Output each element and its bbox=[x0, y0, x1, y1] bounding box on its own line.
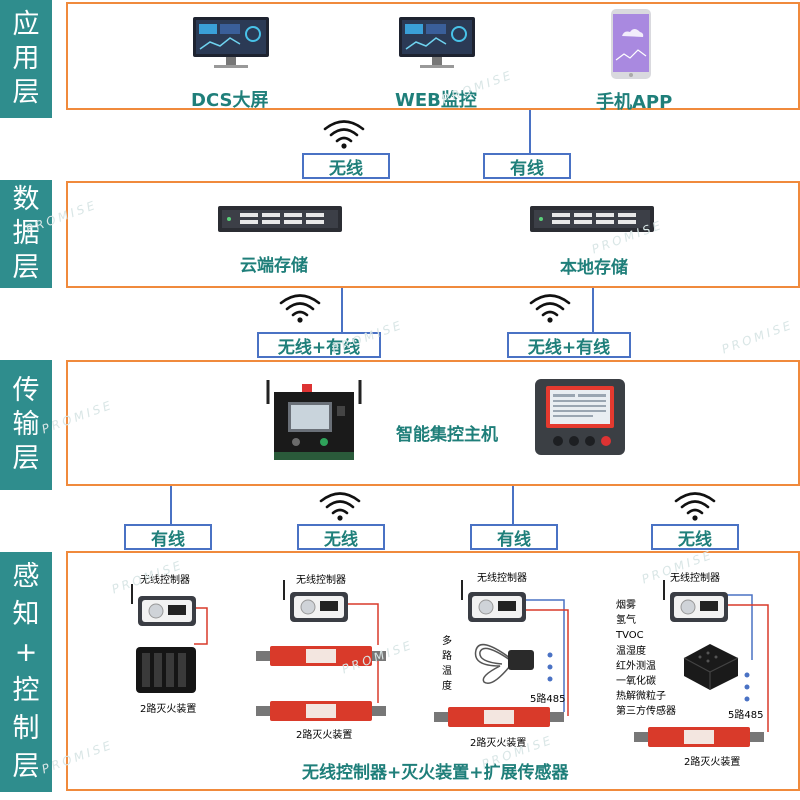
label-local-storage: 本地存储 bbox=[560, 258, 628, 278]
label-extinguisher-device: 2路灭火装置 bbox=[470, 738, 527, 749]
wifi-icon bbox=[323, 120, 365, 149]
fire-extinguisher-box-icon bbox=[136, 647, 196, 693]
monitor-icon bbox=[193, 17, 269, 68]
fire-extinguisher-tube-icon bbox=[634, 727, 764, 747]
ellipsis-dots-icon bbox=[547, 652, 553, 682]
label-cloud-storage: 云端存储 bbox=[240, 256, 308, 276]
label-wireless-controller: 无线控制器 bbox=[477, 573, 527, 584]
transport-layer-box bbox=[66, 360, 800, 486]
label-intelligent-host: 智能集控主机 bbox=[396, 425, 498, 445]
monitor-icon bbox=[399, 17, 475, 68]
link-tag-wireless: 无线 bbox=[651, 524, 739, 550]
sensor-module-icon bbox=[683, 644, 739, 690]
link-tag-wired: 有线 bbox=[124, 524, 212, 550]
data-layer-box bbox=[66, 181, 800, 288]
wireless-controller-icon bbox=[283, 580, 348, 622]
control-host-panel-icon bbox=[535, 379, 625, 455]
link-tag-wired: 有线 bbox=[470, 524, 558, 550]
wifi-icon bbox=[319, 492, 361, 521]
side-label-application: 应 用 层 bbox=[0, 0, 52, 118]
link-tag-wired: 有线 bbox=[483, 153, 571, 179]
temperature-sensor-cable-icon bbox=[474, 643, 534, 684]
side-label-data: 数 据 层 bbox=[0, 180, 52, 288]
server-icon bbox=[530, 206, 654, 232]
wifi-icon bbox=[279, 294, 321, 323]
sensor-type: 温湿度 bbox=[616, 645, 646, 657]
label-mobile-app: 手机APP bbox=[596, 92, 673, 113]
ellipsis-dots-icon bbox=[744, 672, 750, 702]
wireless-controller-icon bbox=[131, 584, 196, 626]
link-tag-wireless-wired: 无线+有线 bbox=[257, 332, 381, 358]
label-sense-layer-summary: 无线控制器+灭火装置+扩展传感器 bbox=[302, 763, 569, 783]
label-extinguisher-device: 2路灭火装置 bbox=[684, 757, 741, 768]
wifi-icon bbox=[529, 294, 571, 323]
sensor-type: 热解微粒子 bbox=[616, 691, 666, 703]
wireless-controller-icon bbox=[663, 580, 728, 622]
side-label-sense-control: 感 知 + 控 制 层 bbox=[0, 552, 52, 792]
label-extinguisher-device: 2路灭火装置 bbox=[296, 730, 353, 741]
label-extinguisher-device: 2路灭火装置 bbox=[140, 704, 197, 715]
link-tag-wireless-wired: 无线+有线 bbox=[507, 332, 631, 358]
fire-extinguisher-tube-icon bbox=[434, 707, 564, 727]
wireless-controller-icon bbox=[461, 580, 526, 622]
side-label-transport: 传 输 层 bbox=[0, 360, 52, 490]
label-web-monitor: WEB监控 bbox=[395, 90, 477, 111]
label-wireless-controller: 无线控制器 bbox=[670, 573, 720, 584]
link-tag-wireless: 无线 bbox=[302, 153, 390, 179]
wifi-icon bbox=[674, 492, 716, 521]
sensor-type: TVOC bbox=[616, 630, 644, 642]
label-wireless-controller: 无线控制器 bbox=[140, 575, 190, 586]
sensor-type-list: 烟雾 氢气 TVOC 温湿度 红外测温 一氧化碳 热解微粒子 第三方传感器 bbox=[616, 598, 676, 720]
label-rs485-channels: 5路485 bbox=[728, 710, 764, 721]
fire-extinguisher-tube-icon bbox=[256, 701, 386, 721]
sensor-type: 红外测温 bbox=[616, 660, 656, 672]
control-cabinet-icon bbox=[266, 380, 362, 460]
fire-extinguisher-tube-icon bbox=[256, 646, 386, 666]
sensor-type: 烟雾 bbox=[616, 600, 636, 611]
label-dcs-screen: DCS大屏 bbox=[191, 90, 269, 111]
link-tag-wireless: 无线 bbox=[297, 524, 385, 550]
label-rs485-channels: 5路485 bbox=[530, 694, 566, 705]
sensor-type: 氢气 bbox=[616, 615, 636, 627]
label-multi-temperature: 多 路 温 度 bbox=[442, 636, 452, 692]
sensor-type: 一氧化碳 bbox=[616, 676, 656, 688]
sensor-type: 第三方传感器 bbox=[616, 706, 676, 718]
phone-icon bbox=[611, 9, 651, 79]
server-icon bbox=[218, 206, 342, 232]
label-wireless-controller: 无线控制器 bbox=[296, 575, 346, 586]
